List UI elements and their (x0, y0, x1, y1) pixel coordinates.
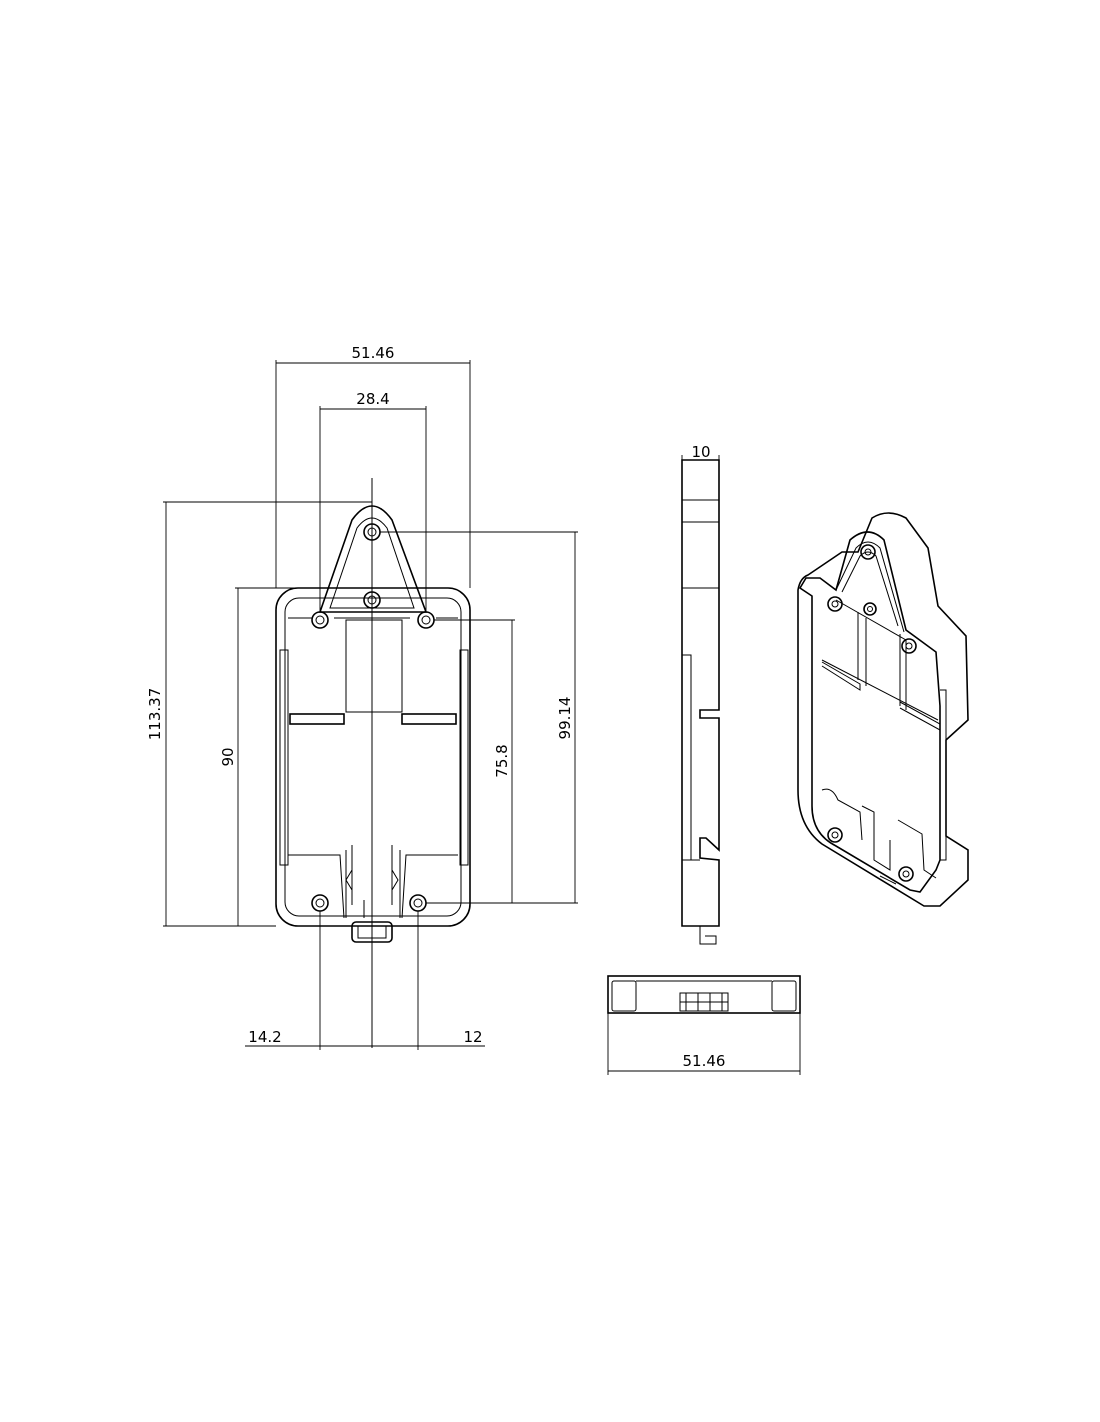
isometric-view (797, 512, 969, 907)
iso-holes (827, 544, 917, 882)
dim-hole-vertical-inner-label: 75.8 (493, 744, 511, 777)
dim-bottom-width: 51.46 (607, 1013, 801, 1075)
dim-overall-width: 51.46 (275, 344, 471, 588)
side-view: 10 (681, 443, 720, 945)
iso-front-rim (798, 531, 941, 893)
hole-upper-left (311, 611, 329, 629)
bottom-view: 51.46 (607, 975, 801, 1075)
dim-mounting-height-label: 90 (219, 747, 237, 766)
dim-overall-width-label: 51.46 (352, 344, 395, 362)
dim-hole-spacing-top: 28.4 (319, 390, 427, 612)
dim-bottom-width-label: 51.46 (683, 1052, 726, 1070)
iso-outline (797, 512, 969, 907)
dim-side-depth-label: 10 (691, 443, 710, 461)
hole-lower-right (409, 894, 427, 912)
front-internal-ribs (279, 617, 469, 943)
dim-bottom-offsets: 14.2 12 (245, 911, 485, 1050)
front-body-outline (275, 587, 471, 927)
dim-top-hole-to-bottom: 99.14 (380, 531, 578, 904)
dim-top-hole-to-bottom-label: 99.14 (556, 697, 574, 740)
dim-right-offset-label: 12 (463, 1028, 482, 1046)
dim-left-offset-label: 14.2 (248, 1028, 281, 1046)
dim-side-depth: 10 (681, 443, 720, 461)
hole-lower-left (311, 894, 329, 912)
hole-center (363, 591, 381, 609)
bottom-clip (679, 992, 729, 1012)
bottom-outline (607, 975, 801, 1014)
dim-overall-height: 113.37 (146, 501, 372, 927)
front-body-inner-outline (284, 597, 462, 917)
dim-mounting-height: 90 (219, 587, 300, 927)
front-top-hanger-inner (329, 517, 415, 609)
hole-upper-right (417, 611, 435, 629)
front-top-hanger (318, 505, 428, 613)
dim-overall-height-label: 113.37 (146, 688, 164, 741)
side-outline (681, 459, 720, 927)
dim-hole-spacing-top-label: 28.4 (356, 390, 389, 408)
front-view: 51.46 28.4 113.37 90 75.8 (146, 344, 578, 1050)
